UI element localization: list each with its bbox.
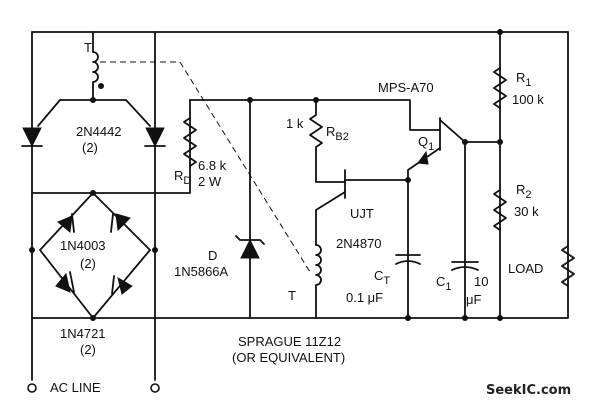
ct-capacitor [395,254,421,265]
rd-value: 6.8 k [198,158,227,173]
pulse-transformer-coil [315,244,322,319]
junction-bridge-bottom [90,315,96,321]
rb2-value: 1 k [286,116,304,131]
scr-gate-right [125,99,151,127]
rd-label: RD [174,168,191,187]
rd-resistor [183,117,197,167]
load-wire [499,31,569,319]
watermark: SeekIC.com [486,383,571,398]
scr-qty: (2) [82,140,98,155]
ac-line-label: AC LINE [50,380,101,395]
q1-collector [439,119,466,143]
transformer-label: T [84,40,92,55]
junction-c1-bottom [462,315,468,321]
ujt-part: 2N4870 [336,236,382,251]
zener-label: 1N5866A [174,264,229,279]
bridge-qty: (2) [80,256,96,271]
zener-letter: D [208,248,217,263]
c1-value-num: 10 [474,274,488,289]
q1-label: Q1 [418,134,434,153]
junction-ct-bottom [405,315,411,321]
r1-label: R1 [516,70,532,89]
sprague-line1: SPRAGUE 11Z12 [238,334,341,349]
ac-terminal-left [27,383,37,393]
junction-r1-r2 [497,139,503,145]
scr-gate-left [37,99,61,127]
ct-value: 0.1 μF [346,290,383,305]
control-top-wire [189,99,441,131]
transistor-part: MPS-A70 [378,80,434,95]
c1-capacitor [451,261,479,271]
transformer-coil [92,51,99,101]
bridge-diode-br [117,276,133,295]
bottom-diode-qty: (2) [80,342,96,357]
transformer-polarity-dot [98,83,104,89]
bridge-diode-tl [57,215,73,233]
c1-value-unit: μF [466,292,481,307]
pulse-transformer-label: T [288,288,296,303]
junction-bridge-left [29,247,35,253]
bridge-diode-bl [55,272,71,293]
q1-emitter-arrow [417,150,429,165]
rb2-label: RB2 [326,124,349,143]
transformer-coupling-line [100,61,311,273]
bridge-diode-br-bar [111,275,115,295]
r1-resistor [493,67,507,109]
junction-r1-top [497,29,503,35]
junction-bridge-right [152,247,158,253]
load-resistor [561,245,575,287]
r2-value: 30 k [514,204,539,219]
bridge-diode-bl-bar [69,271,75,293]
r2-label: R2 [516,182,532,201]
bottom-diode-label: 1N4721 [60,326,106,341]
ac-terminal-right [150,383,160,393]
bridge-diode-tr [115,213,131,232]
bridge-top-wire [31,99,191,194]
scr-right-body [145,127,165,148]
junction-right-bottom [497,315,503,321]
c1-label: C1 [436,274,452,293]
r1-value: 100 k [512,92,544,107]
sprague-line2: (OR EQUIVALENT) [232,350,345,365]
r2-resistor [493,189,507,231]
bridge-diode-tl-bar [71,213,75,233]
ct-label: CT [374,268,390,287]
bridge-diode-tr-bar [110,213,114,233]
scr-label: 2N4442 [76,124,122,139]
q1-emitter [407,147,441,319]
ujt-label: UJT [350,206,374,221]
rb2-resistor [309,99,346,183]
ujt-emitter [315,191,346,246]
zener-bar [235,235,265,245]
bridge-label: 1N4003 [60,238,106,253]
load-label: LOAD [508,261,543,276]
scr-left-body [22,127,42,148]
zener-body [240,238,260,259]
rd-power: 2 W [198,174,222,189]
